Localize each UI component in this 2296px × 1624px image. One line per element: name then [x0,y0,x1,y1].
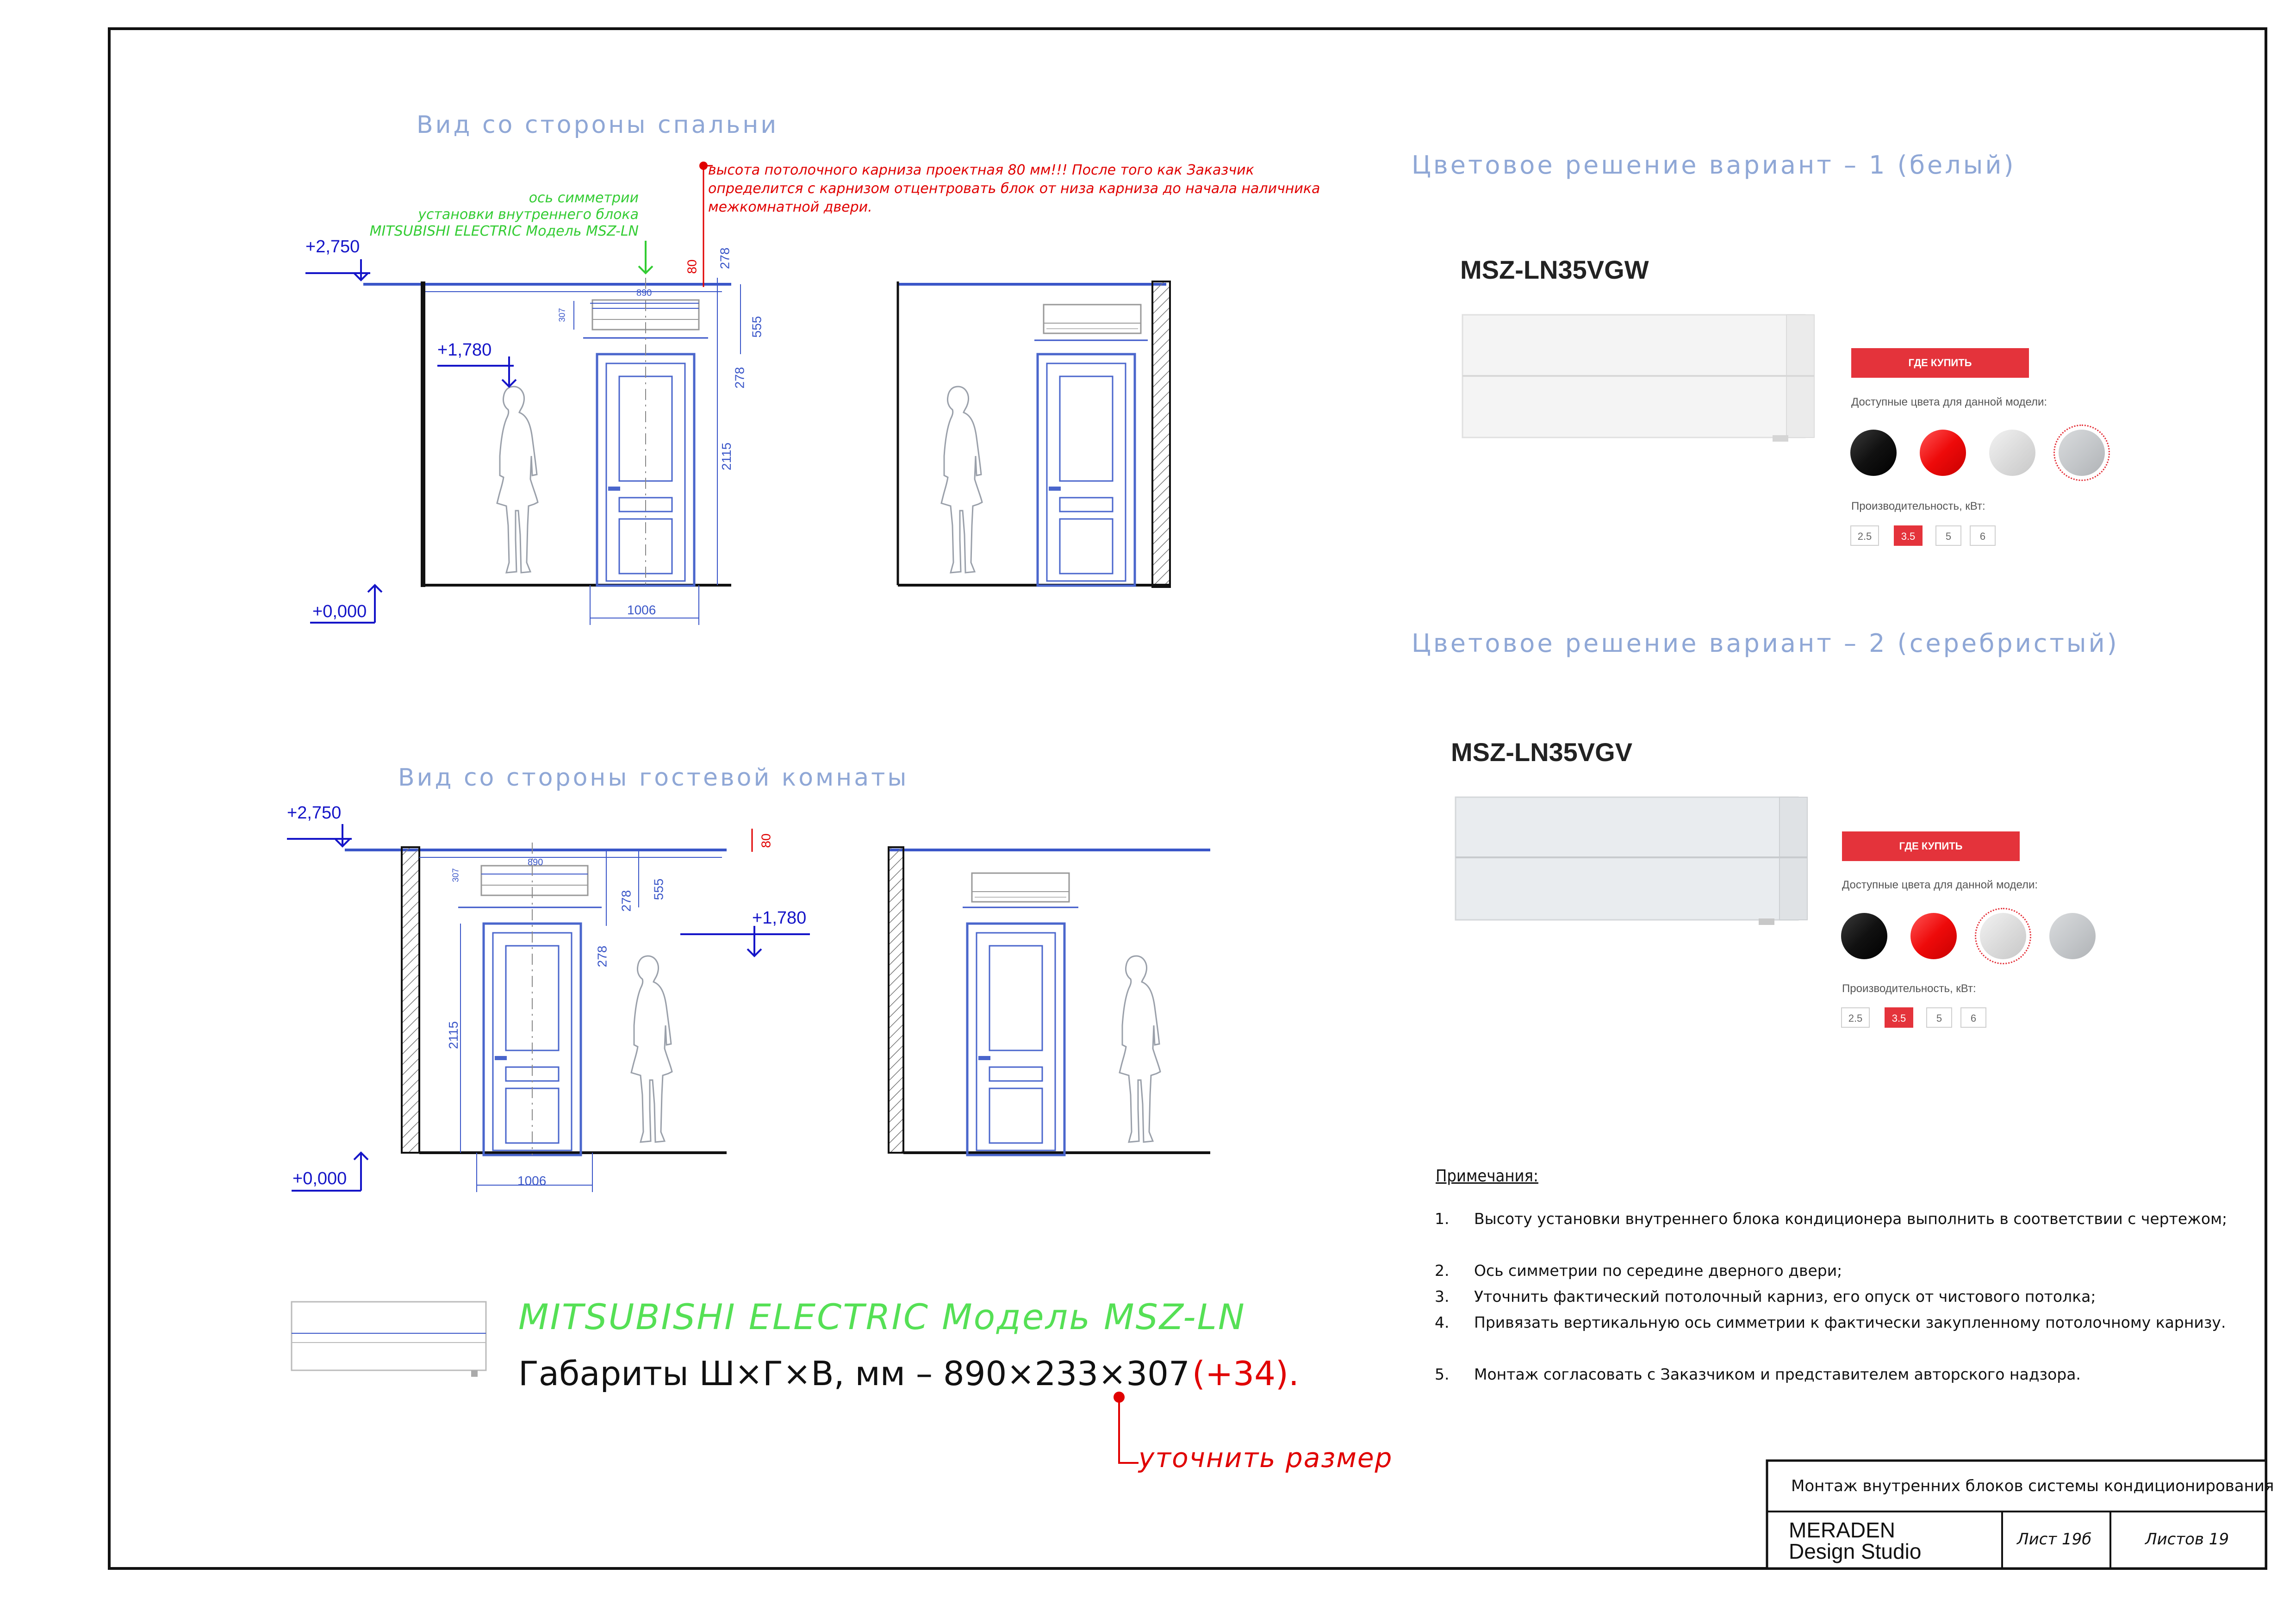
variant1-power-label: Производительность, кВт: [1851,500,1985,512]
dim-unit-width-bedroom: 890 [636,288,652,298]
variant2-swatch-red[interactable] [1910,913,1957,959]
variant2-power-2-5[interactable]: 2.5 [1841,1007,1870,1028]
stamp-title: Монтаж внутренних блоков системы кондици… [1791,1477,2274,1495]
symmetry-axis-note: ось симметрии установки внутреннего блок… [369,190,639,239]
level-ceiling-guest: +2,750 [287,803,342,823]
dim-80-guest: 80 [759,833,773,848]
level-floor-bedroom: +0,000 [312,602,367,621]
variant2-power-label: Производительность, кВт: [1842,982,1976,995]
variant2-buy-button[interactable]: ГДЕ КУПИТЬ [1842,831,2020,861]
dim-278-upper-bedroom: 278 [717,247,732,269]
dim-278-lower-guest: 278 [595,945,610,968]
variant1-swatch-silver[interactable] [2053,425,2110,481]
bedroom-view-title: Вид со стороны спальни [417,111,779,139]
variant2-available-colors: Доступные цвета для данной модели: [1842,879,2038,891]
variant2-swatch-silver[interactable] [2049,913,2096,959]
stamp-studio: MERADEN Design Studio [1789,1518,1922,1563]
variant1-model: MSZ-LN35VGW [1460,255,1649,284]
stamp-sheet-number: Лист 19б [2017,1530,2092,1549]
level-unit-bedroom: +1,780 [437,340,492,360]
dim-unit-width-guest: 890 [528,857,543,868]
variant2-title: Цветовое решение вариант – 2 (серебристы… [1412,629,2119,658]
unit-dimensions: Габариты Ш×Г×В, мм – 890×233×307 (+34). [518,1354,1299,1393]
variant1-buy-button[interactable]: ГДЕ КУПИТЬ [1851,348,2029,378]
variant2-swatch-black[interactable] [1841,913,1887,959]
dim-unit-height-bedroom: 307 [557,308,567,322]
variant2-power-3-5[interactable]: 3.5 [1885,1007,1913,1028]
dim-unit-height-guest: 307 [451,868,460,882]
variant2-model: MSZ-LN35VGV [1451,737,1633,767]
dim-door-height-bedroom: 2115 [719,442,734,471]
dim-door-height-guest: 2115 [446,1021,461,1049]
variant1-power-6[interactable]: 6 [1970,525,1996,546]
guest-view-title: Вид со стороны гостевой комнаты [398,764,909,792]
variant1-swatch-white[interactable] [1989,430,2035,476]
dim-555-bedroom: 555 [749,316,764,338]
level-floor-guest: +0,000 [292,1169,347,1188]
variant1-power-3-5[interactable]: 3.5 [1894,525,1923,546]
variant1-title: Цветовое решение вариант – 1 (белый) [1412,150,2016,180]
variant2-swatch-white[interactable] [1975,908,2031,964]
dim-555-guest: 555 [651,878,666,900]
product-image-silver [1455,796,1808,925]
dim-door-width-guest: 1006 [517,1174,547,1188]
cornice-note: высота потолочного карниза проектная 80 … [708,162,1320,215]
dim-80-bedroom: 80 [684,259,699,274]
notes-title: Примечания: [1436,1167,1538,1186]
dim-door-width-bedroom: 1006 [627,603,656,617]
variant2-power-6[interactable]: 6 [1960,1007,1986,1028]
variant1-available-colors: Доступные цвета для данной модели: [1851,396,2047,408]
level-ceiling-bedroom: +2,750 [305,237,360,256]
level-unit-guest: +1,780 [752,908,807,928]
stamp-sheet-count: Листов 19 [2145,1530,2229,1549]
variant2-power-5[interactable]: 5 [1926,1007,1952,1028]
variant1-power-2-5[interactable]: 2.5 [1850,525,1879,546]
dim-278-upper-guest: 278 [619,890,634,912]
dim-278-lower-bedroom: 278 [732,367,747,389]
unit-brand-model: MITSUBISHI ELECTRIC Модель MSZ-LN [518,1296,1246,1337]
product-image-white [1462,314,1815,442]
variant1-power-5[interactable]: 5 [1935,525,1961,546]
variant1-swatch-red[interactable] [1920,430,1966,476]
variant1-swatch-black[interactable] [1850,430,1897,476]
clarify-size-note: уточнить размер [1139,1442,1393,1474]
